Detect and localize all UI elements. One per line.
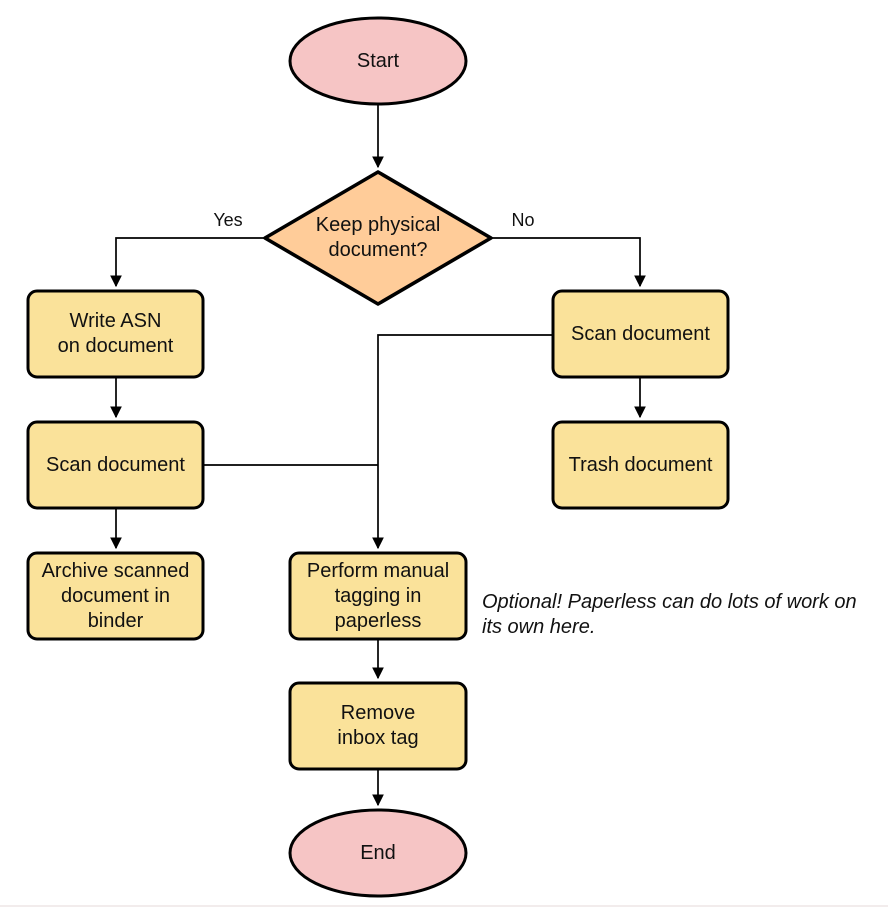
scan-document-right-node-shape (551, 289, 730, 379)
remove-inbox-node-shape (288, 681, 468, 771)
write-asn-node-shape (26, 289, 205, 379)
optional-note: Optional! Paperless can do lots of work … (482, 591, 857, 638)
tagging-node-shape (288, 551, 468, 641)
end-node-shape (288, 808, 468, 898)
edge-decision-to-write-asn (110, 237, 265, 288)
edge-scan-right-to-tagging (372, 334, 553, 550)
archive-node-shape (26, 551, 205, 641)
decision-node-shape (263, 170, 493, 306)
scan-document-left-node-shape (26, 420, 205, 510)
trash-node-shape (551, 420, 730, 510)
edge-decision-to-scan-right (491, 237, 646, 288)
bottom-edge-divider (0, 905, 888, 907)
start-node-shape (288, 16, 468, 106)
no-edge-label: No (511, 210, 535, 230)
yes-edge-label: Yes (213, 210, 243, 230)
